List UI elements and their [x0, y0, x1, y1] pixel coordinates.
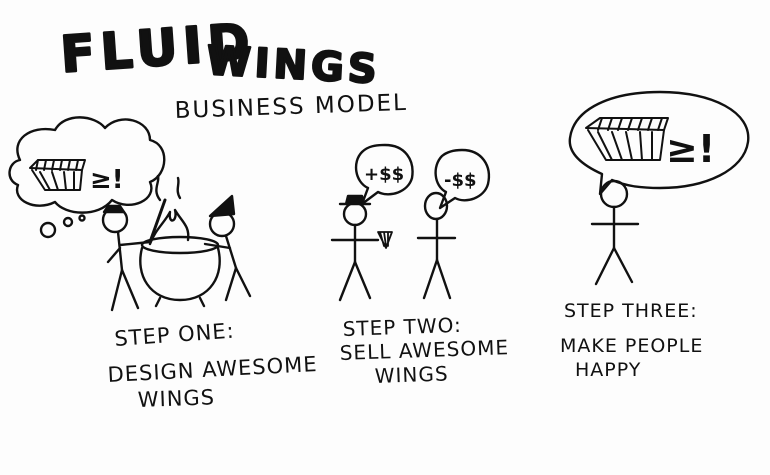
step-three-caption: STEP THREE: MAKE PEOPLE HAPPY [560, 300, 703, 381]
designer-figure [101, 204, 152, 312]
buyer-speech-bubble [434, 148, 491, 210]
wings-icon-large [585, 117, 669, 161]
step-two-caption: STEP TWO: SELL AWESOME WINGS [339, 313, 509, 388]
title-wings: WINGS [205, 38, 381, 93]
thought-dot-small [78, 214, 86, 222]
subtitle: BUSINESS MODEL [174, 90, 408, 124]
step1-heading: STEP ONE: [114, 319, 236, 351]
buyer-bubble-text: -$$ [444, 170, 477, 191]
thought-dot-medium [62, 216, 74, 228]
thought-symbol-step1: ≥! [90, 165, 124, 195]
step2-heading: STEP TWO: [342, 313, 462, 341]
step1-line1: DESIGN AWESOME [107, 352, 318, 387]
happy-thought-bubble [568, 90, 750, 196]
step3-line2: HAPPY [575, 359, 641, 381]
buyer-figure [416, 191, 457, 300]
title: FLUID WINGS BUSINESS MODEL [58, 11, 409, 124]
thought-dot-large [39, 221, 57, 239]
step-one-scene: ≥! [8, 116, 252, 312]
wings-icon [29, 159, 86, 191]
happy-person-figure [590, 179, 640, 286]
step3-heading: STEP THREE: [564, 300, 698, 322]
step-one-caption: STEP ONE: DESIGN AWESOME WINGS [107, 319, 318, 412]
step2-line1: SELL AWESOME [339, 335, 509, 365]
seller-bubble-text: +$$ [364, 164, 404, 185]
step2-line2: WINGS [374, 361, 449, 388]
cauldron [139, 174, 221, 308]
step-three-scene: ≥! [568, 90, 750, 286]
thought-symbol-step3: ≥! [666, 127, 715, 171]
step1-line2: WINGS [137, 385, 215, 412]
title-fluid: FLUID [59, 13, 258, 84]
step-two-scene: +$$ -$$ [330, 143, 491, 302]
step3-line1: MAKE PEOPLE [560, 335, 703, 357]
wizard-figure [203, 194, 252, 302]
thought-cloud [8, 116, 166, 214]
seller-figure [330, 194, 393, 302]
